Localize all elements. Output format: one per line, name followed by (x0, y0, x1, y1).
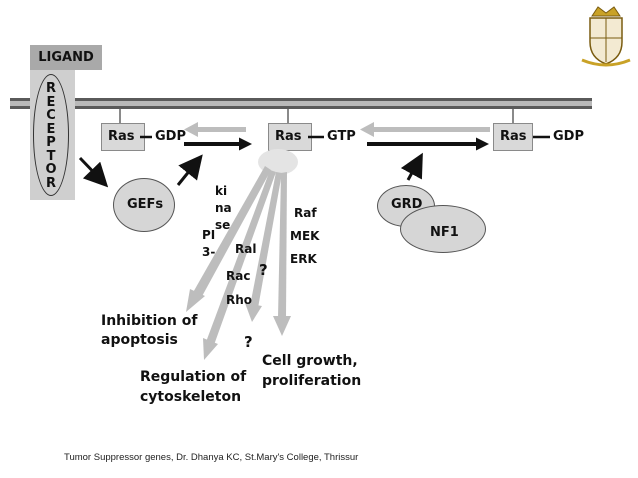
receptor-to-gefs-arrow (78, 156, 109, 188)
gefs-ellipse (113, 178, 175, 232)
cell-membrane (10, 98, 592, 109)
mek-label: MEK (290, 229, 320, 243)
gray-arrow-right (360, 122, 490, 137)
cytoskeleton-label-1: Regulation of (140, 369, 247, 385)
growth-label-1: Cell growth, (262, 353, 358, 369)
effector-arrow-ral-head (203, 338, 218, 360)
kinase-part: na (215, 201, 232, 215)
receptor-label: R E C E P T O R (33, 82, 69, 190)
rac-label: Rac (226, 269, 251, 283)
effector-arrow-rac (250, 172, 282, 308)
receptor-letter: R (45, 175, 56, 191)
pi3-label: 3- (202, 245, 216, 259)
erk-label: ERK (290, 252, 317, 266)
cytoskeleton-label-2: cytoskeleton (140, 389, 242, 405)
black-arrow-gtp-to-gdp (367, 137, 489, 151)
growth-label-2: proliferation (262, 373, 362, 389)
black-arrow-gdp-to-gtp (184, 137, 252, 151)
grd-label: GRD (391, 197, 423, 212)
ral-label: Ral (235, 242, 257, 256)
ras-center-label: Ras (275, 129, 302, 144)
slide-footer: Tumor Suppressor genes, Dr. Dhanya KC, S… (64, 452, 359, 463)
gefs-label: GEFs (127, 197, 164, 212)
nf1-ellipse (400, 205, 486, 253)
effector-arrow-ral (206, 170, 276, 345)
ligand-label: LIGAND (38, 50, 94, 65)
receptor-letter: O (45, 162, 57, 177)
receptor-letter: P (46, 135, 56, 150)
college-crest-icon (581, 6, 631, 67)
pi-label: PI (202, 228, 216, 242)
nf1-label: NF1 (430, 225, 459, 240)
receptor-letter: E (46, 94, 56, 110)
receptor-letter: C (46, 108, 56, 123)
effector-arrow-rac-head (245, 303, 262, 322)
receptor-oval (33, 74, 69, 196)
receptor-letter: T (46, 148, 56, 164)
ligand-box: LIGAND (30, 45, 102, 70)
raf-label: Raf (294, 206, 317, 220)
receptor-letter: E (46, 121, 56, 137)
gefs-to-ras-arrow (176, 154, 203, 186)
receptor-letter: R (45, 81, 56, 96)
gtp-label: GTP (327, 129, 356, 144)
ras-gdp-right-box (493, 123, 533, 151)
grd-to-ras-arrow (400, 152, 423, 181)
effector-arrows (186, 166, 291, 360)
question-mark: ? (244, 333, 253, 351)
apoptosis-label-1: Inhibition of (101, 313, 198, 329)
effector-arrow-raf-head (273, 316, 291, 336)
ras-gdp-left-box (101, 123, 145, 151)
ras-right-label: Ras (500, 129, 527, 144)
question-mark: ? (259, 261, 268, 279)
kinase-part: ki (215, 184, 228, 198)
ras-left-label: Ras (108, 129, 135, 144)
gdp-left-label: GDP (155, 129, 186, 144)
apoptosis-label-2: apoptosis (101, 332, 178, 348)
gray-arrow-left (184, 122, 246, 137)
effector-arrow-pi3k-head (186, 289, 205, 312)
kinase-part: se (215, 218, 231, 232)
pi3-kinase-label: ki na se (215, 183, 232, 234)
gdp-right-label: GDP (553, 129, 584, 144)
rho-label: Rho (226, 293, 253, 307)
effector-arrow-pi3k (191, 166, 271, 300)
effector-arrow-raf (278, 172, 287, 318)
